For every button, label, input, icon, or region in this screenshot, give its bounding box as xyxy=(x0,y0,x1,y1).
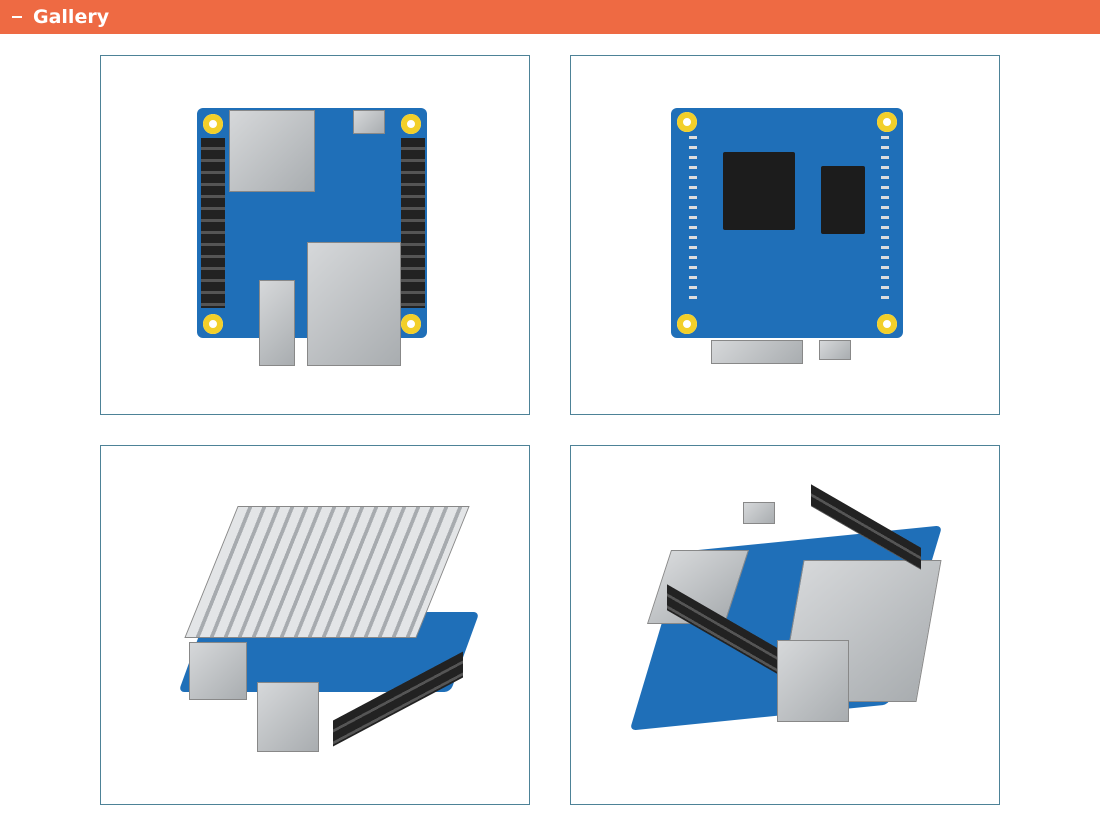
mounting-hole xyxy=(203,114,223,134)
metal-connector xyxy=(229,110,315,192)
metal-connector xyxy=(307,242,401,366)
gallery-section-header[interactable]: Gallery xyxy=(0,0,1100,34)
mounting-hole xyxy=(677,112,697,132)
pin-row xyxy=(689,136,697,306)
mounting-hole xyxy=(401,114,421,134)
metal-connector xyxy=(259,280,295,366)
metal-connector xyxy=(777,640,849,722)
mounting-hole xyxy=(877,112,897,132)
chip xyxy=(821,166,865,234)
mounting-hole xyxy=(203,314,223,334)
mounting-hole xyxy=(677,314,697,334)
mounting-hole xyxy=(401,314,421,334)
section-title: Gallery xyxy=(33,6,110,28)
gallery-image-board-heatsink[interactable] xyxy=(100,445,530,805)
metal-connector xyxy=(257,682,319,752)
pin-header xyxy=(201,138,225,308)
metal-connector xyxy=(711,340,803,364)
pin-row xyxy=(881,136,889,306)
gallery-image-board-angled[interactable] xyxy=(570,445,1000,805)
gallery-image-board-top[interactable] xyxy=(100,55,530,415)
metal-connector xyxy=(819,340,851,360)
mounting-hole xyxy=(877,314,897,334)
chip xyxy=(723,152,795,230)
minus-icon[interactable] xyxy=(12,16,22,18)
metal-connector xyxy=(353,110,385,134)
pin-header xyxy=(401,138,425,308)
metal-connector xyxy=(189,642,247,700)
gallery-image-board-bottom[interactable] xyxy=(570,55,1000,415)
metal-connector xyxy=(743,502,775,524)
